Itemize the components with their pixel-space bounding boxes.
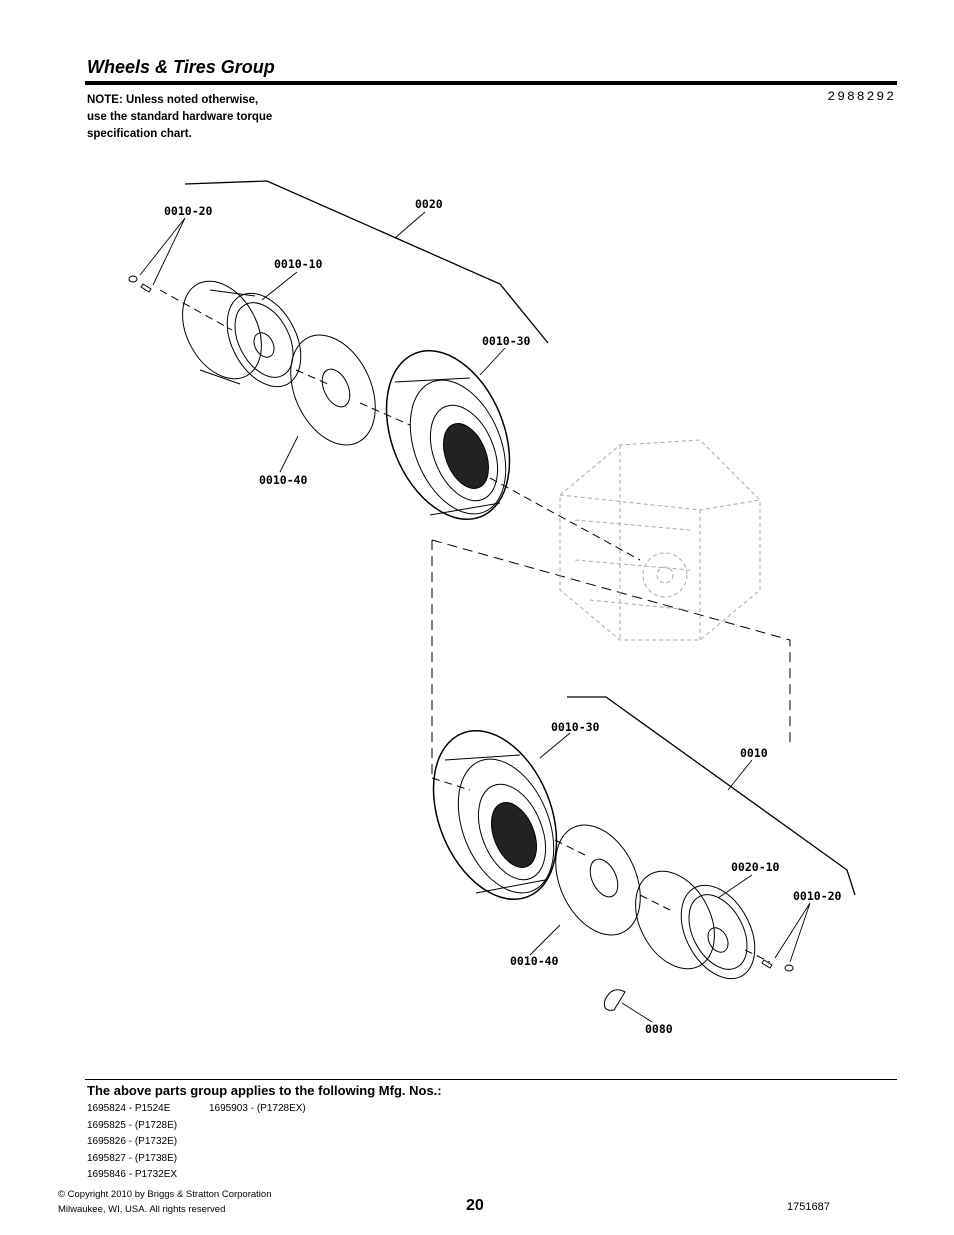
callout-label: 0010-20 xyxy=(793,889,842,903)
group-bracket-lower xyxy=(567,696,856,896)
note-line: specification chart. xyxy=(87,128,192,140)
lower-tube xyxy=(555,824,641,936)
hairpin-clip xyxy=(603,989,626,1011)
note-line: NOTE: Unless noted otherwise, xyxy=(87,94,259,106)
upper-hardware xyxy=(128,275,152,293)
chassis-phantom xyxy=(559,439,761,641)
callout-label: 0010-20 xyxy=(164,204,213,218)
mfg-number: 1695846 - P1732EX xyxy=(87,1169,178,1181)
mfg-list-col2: 1695903 - (P1728EX) xyxy=(209,1101,306,1118)
upper-rim xyxy=(182,280,302,388)
footer-rule xyxy=(85,1079,897,1080)
lower-rim xyxy=(635,870,756,980)
torque-note: NOTE: Unless noted otherwise, use the st… xyxy=(87,92,347,143)
lower-hardware xyxy=(761,959,794,972)
copyright-line: Milwaukee, WI, USA. All rights reserved xyxy=(58,1203,226,1215)
document-number: 2988292 xyxy=(827,89,896,104)
note-line: use the standard hardware torque xyxy=(87,111,273,123)
lower-tire xyxy=(432,730,558,900)
group-bracket-upper xyxy=(184,180,549,344)
page-title: Wheels & Tires Group xyxy=(87,57,275,77)
callout-label: 0010-30 xyxy=(482,334,531,348)
callout-label: 0080 xyxy=(645,1022,673,1036)
lower-frame xyxy=(431,539,791,778)
copyright: © Copyright 2010 by Briggs & Stratton Co… xyxy=(58,1188,271,1217)
copyright-line: © Copyright 2010 by Briggs & Stratton Co… xyxy=(58,1189,272,1200)
callout-label: 0020-10 xyxy=(731,860,780,874)
applies-heading: The above parts group applies to the fol… xyxy=(87,1083,442,1098)
leader-lines xyxy=(139,211,811,1023)
callout-label: 0010-40 xyxy=(259,473,308,487)
callout-label: 0010-40 xyxy=(510,954,559,968)
callout-label: 0010 xyxy=(740,746,768,760)
title-rule xyxy=(85,81,897,85)
mfg-number: 1695827 - (P1738E) xyxy=(87,1152,178,1164)
upper-tube xyxy=(290,334,376,446)
page-number: 20 xyxy=(466,1197,484,1214)
callout-label: 0010-10 xyxy=(274,257,323,271)
mfg-number: 1695826 - (P1732E) xyxy=(87,1136,178,1148)
upper-tire xyxy=(385,350,511,520)
callout-label: 0020 xyxy=(415,197,443,211)
mfg-number: 1695824 - P1524E xyxy=(87,1103,171,1114)
exploded-parts-diagram: 0010-20 0020 0010-10 0010-30 0010-40 001… xyxy=(128,180,856,1036)
mfg-number: 1695903 - (P1728EX) xyxy=(209,1103,306,1114)
part-number: 1751687 xyxy=(787,1201,830,1213)
mfg-number: 1695825 - (P1728E) xyxy=(87,1119,178,1131)
mfg-list-col1: 1695824 - P1524E 1695825 - (P1728E) 1695… xyxy=(87,1101,177,1184)
callout-label: 0010-30 xyxy=(551,720,600,734)
